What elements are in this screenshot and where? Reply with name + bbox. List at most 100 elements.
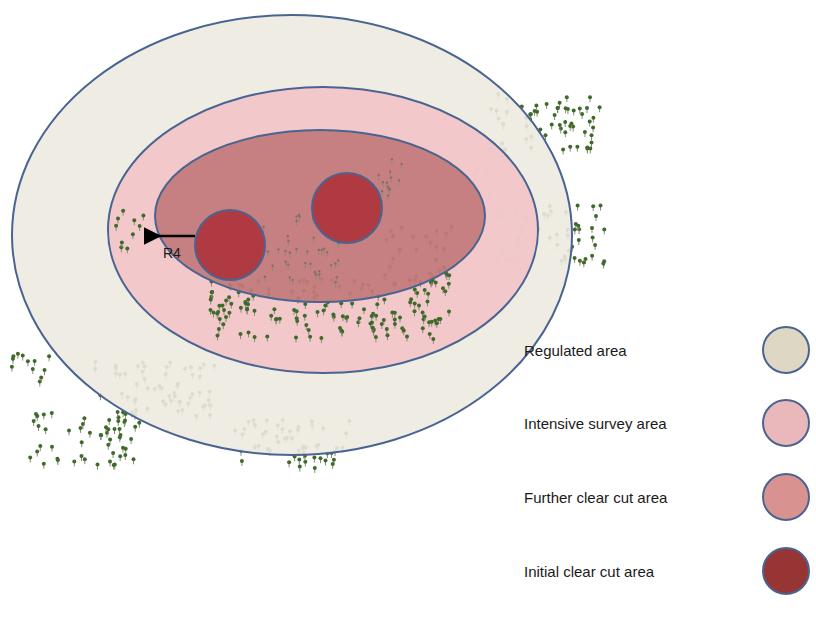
tree xyxy=(247,330,251,337)
tree xyxy=(564,106,568,113)
tree xyxy=(345,315,349,322)
legend-swatch xyxy=(762,399,810,447)
tree xyxy=(413,309,417,316)
tree xyxy=(99,433,103,440)
tree xyxy=(443,289,447,296)
tree xyxy=(121,209,125,216)
tree xyxy=(431,337,435,344)
tree xyxy=(545,102,549,109)
tree xyxy=(16,352,20,359)
tree xyxy=(50,411,54,418)
tree xyxy=(274,318,278,325)
tree xyxy=(391,158,393,164)
tree xyxy=(11,354,15,361)
tree xyxy=(239,332,243,339)
tree xyxy=(292,279,294,285)
tree xyxy=(423,288,427,295)
tree xyxy=(591,125,595,132)
tree xyxy=(430,320,434,327)
tree xyxy=(322,309,326,316)
tree xyxy=(26,359,30,366)
legend-swatch xyxy=(762,547,810,595)
tree xyxy=(582,261,586,268)
tree xyxy=(599,204,603,211)
tree xyxy=(318,249,320,255)
tree xyxy=(588,95,592,102)
tree xyxy=(390,176,392,182)
tree xyxy=(209,308,213,315)
tree xyxy=(99,433,103,440)
tree xyxy=(408,300,412,307)
tree xyxy=(556,106,560,113)
tree xyxy=(370,314,374,321)
tree xyxy=(21,354,25,361)
tree xyxy=(434,281,438,288)
tree xyxy=(216,333,220,340)
tree xyxy=(35,414,39,421)
tree xyxy=(137,421,141,428)
tree xyxy=(563,120,567,127)
tree xyxy=(426,292,430,299)
tree xyxy=(558,123,562,130)
tree xyxy=(11,357,15,364)
tree xyxy=(272,307,276,314)
tree xyxy=(313,237,315,243)
tree xyxy=(417,304,421,311)
tree xyxy=(386,333,390,340)
tree xyxy=(318,270,320,276)
tree xyxy=(210,290,214,297)
tree xyxy=(577,238,581,245)
tree xyxy=(344,316,348,323)
radius-label: R4 xyxy=(163,245,181,261)
tree xyxy=(591,236,595,243)
tree xyxy=(573,256,577,263)
tree xyxy=(297,458,301,465)
legend-swatch xyxy=(762,326,810,374)
tree xyxy=(118,454,122,461)
tree xyxy=(295,319,299,326)
tree xyxy=(402,328,406,335)
tree xyxy=(240,459,244,466)
tree xyxy=(315,273,317,279)
tree xyxy=(398,316,402,323)
tree xyxy=(319,336,323,343)
tree xyxy=(47,354,51,361)
legend-swatch xyxy=(762,473,810,521)
tree xyxy=(398,179,400,185)
tree xyxy=(409,297,413,304)
tree xyxy=(576,224,580,231)
tree xyxy=(334,281,336,287)
further-cut-zone xyxy=(155,130,485,302)
tree xyxy=(324,458,328,465)
tree xyxy=(571,125,575,132)
tree xyxy=(37,424,41,431)
tree xyxy=(271,265,273,271)
tree xyxy=(221,322,225,329)
tree xyxy=(253,335,257,342)
tree xyxy=(381,190,383,196)
tree xyxy=(253,309,257,316)
tree xyxy=(426,299,430,306)
tree xyxy=(131,232,135,239)
tree xyxy=(106,427,110,434)
tree xyxy=(125,246,129,253)
tree xyxy=(601,262,605,269)
tree xyxy=(285,261,287,267)
tree xyxy=(585,147,589,154)
tree xyxy=(312,456,316,463)
initial-cut-zone xyxy=(195,210,265,280)
tree xyxy=(269,314,273,321)
tree xyxy=(295,248,297,254)
tree xyxy=(374,335,378,342)
tree xyxy=(116,410,120,417)
tree xyxy=(72,459,76,466)
tree xyxy=(588,120,592,127)
tree xyxy=(96,463,100,470)
tree xyxy=(331,462,335,469)
tree xyxy=(356,320,360,327)
tree xyxy=(28,456,32,463)
tree xyxy=(212,311,216,318)
tree xyxy=(32,419,36,426)
tree xyxy=(111,451,115,458)
tree xyxy=(572,109,576,116)
